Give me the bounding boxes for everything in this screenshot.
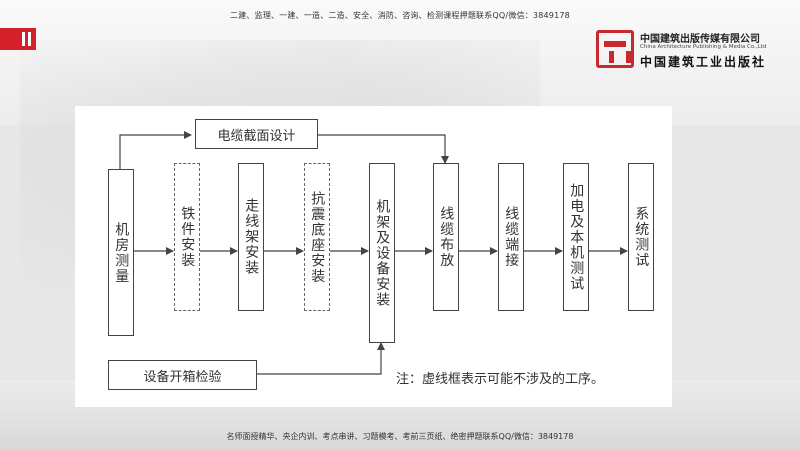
step-label-text: 系统测试: [633, 206, 650, 268]
step-label-text: 加电及本机测试: [568, 182, 585, 292]
step-label: 铁件安装: [175, 170, 199, 304]
arrow-inspection-to-step5: [257, 342, 385, 375]
arrow-design-to-step6: [318, 134, 449, 164]
flowchart-panel: 电缆截面设计 机房测量 铁件安装 走线架安装 抗震底座安装 机架及设备安装 线缆…: [75, 106, 672, 407]
step-label-text: 机房测量: [113, 221, 130, 284]
step-box: 机房测量: [108, 169, 134, 336]
step-box: 走线架安装: [238, 163, 264, 311]
top-banner: 二建、监理、一建、一造、二造、安全、消防、咨询、检测课程押题联系QQ/微信：38…: [230, 11, 570, 20]
publisher-emblem-icon: [596, 30, 634, 68]
step-label: 线缆端接: [499, 170, 523, 304]
step-label-text: 线缆端接: [503, 206, 520, 268]
publisher-brand: 中国建筑工业出版社: [640, 55, 767, 69]
step-label-text: 抗震底座安装: [309, 190, 326, 284]
arrow-step1-to-design: [119, 131, 192, 169]
step-label: 系统测试: [629, 170, 653, 304]
step-label: 走线架安装: [239, 170, 263, 304]
step-box: 机架及设备安装: [369, 163, 395, 343]
step-box: 线缆端接: [498, 163, 524, 311]
step-label-text: 机架及设备安装: [374, 198, 391, 308]
cable-design-box: 电缆截面设计: [195, 119, 318, 149]
step-box-dashed: 铁件安装: [174, 163, 200, 311]
step-box: 系统测试: [628, 163, 654, 311]
flowchart-connectors: [119, 131, 628, 375]
step-box: 加电及本机测试: [563, 163, 589, 311]
accent-bar: [0, 28, 36, 50]
step-label: 机房测量: [109, 176, 133, 329]
publisher-name-en: China Architecture Publishing & Media Co…: [640, 44, 767, 50]
diagram-note: 注：虚线框表示可能不涉及的工序。: [396, 372, 605, 387]
step-box-dashed: 抗震底座安装: [304, 163, 330, 311]
step-label: 加电及本机测试: [564, 170, 588, 304]
cable-design-label: 电缆截面设计: [217, 128, 296, 144]
publisher-name-cn: 中国建筑出版传媒有限公司: [640, 34, 760, 45]
bottom-banner: 名师面授精华、央企内训、考点串讲、习题模考、考前三页纸、绝密押题联系QQ/微信：…: [226, 432, 574, 441]
step-box: 线缆布放: [433, 163, 459, 311]
step-label-text: 走线架安装: [243, 198, 260, 276]
step-label: 线缆布放: [434, 170, 458, 304]
inspection-label: 设备开箱检验: [143, 369, 222, 385]
step-label: 机架及设备安装: [370, 170, 394, 336]
publisher-logo: 中国建筑出版传媒有限公司 China Architecture Publishi…: [596, 30, 772, 70]
step-label-text: 线缆布放: [438, 206, 455, 268]
step-label-text: 铁件安装: [179, 206, 196, 268]
inspection-box: 设备开箱检验: [108, 360, 257, 390]
step-label: 抗震底座安装: [305, 170, 329, 304]
